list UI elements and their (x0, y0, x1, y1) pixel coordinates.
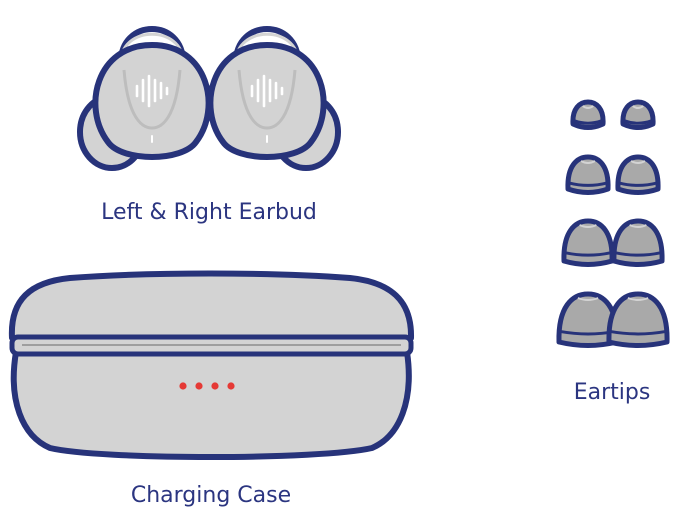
led-indicator (227, 382, 234, 389)
eartip-m-left (564, 221, 612, 265)
right-earbud (210, 29, 338, 168)
left-earbud (80, 29, 209, 168)
led-indicator (195, 382, 202, 389)
charging-case-body (14, 352, 409, 457)
led-indicator (179, 382, 186, 389)
case-caption: Charging Case (131, 483, 291, 508)
eartip-s-left (568, 157, 608, 193)
earbuds-caption: Left & Right Earbud (101, 200, 317, 225)
eartip-xs-right (623, 102, 653, 128)
eartips-caption: Eartips (574, 380, 651, 405)
eartip-s-right (618, 157, 658, 193)
charging-case (12, 274, 411, 458)
eartips (559, 102, 667, 346)
led-indicator (211, 382, 218, 389)
eartip-l-right (609, 294, 667, 346)
eartip-m-right (614, 221, 662, 265)
charging-case-lid (12, 274, 411, 339)
eartip-xs-left (573, 102, 603, 128)
